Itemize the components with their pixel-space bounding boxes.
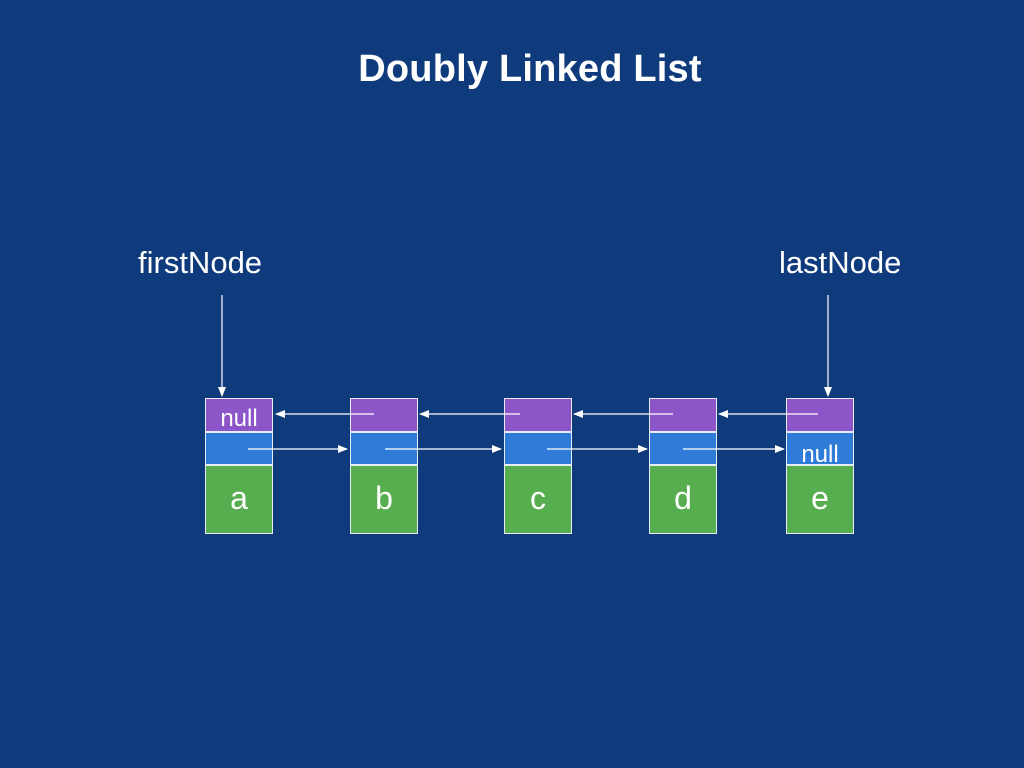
list-node-a: null a: [205, 398, 273, 534]
first-node-pointer-label: firstNode: [138, 245, 263, 280]
node-value: c: [530, 480, 546, 516]
prev-pointer-cell: [649, 398, 717, 432]
list-node-b: b: [350, 398, 418, 534]
next-pointer-cell: [649, 432, 717, 465]
last-node-pointer-label: lastNode: [779, 245, 902, 280]
data-cell: [205, 465, 273, 534]
prev-pointer-cell: [205, 398, 273, 432]
prev-pointer-cell: [350, 398, 418, 432]
node-value: b: [375, 480, 393, 516]
slide-title: Doubly Linked List: [358, 48, 702, 90]
prev-pointer-cell: [504, 398, 572, 432]
node-value: d: [674, 480, 692, 516]
data-cell: [350, 465, 418, 534]
data-cell: [649, 465, 717, 534]
list-node-e: null e: [786, 398, 854, 534]
next-pointer-cell: [786, 432, 854, 465]
next-pointer-cell: [350, 432, 418, 465]
prev-pointer-cell: [786, 398, 854, 432]
next-pointer-cell: [205, 432, 273, 465]
data-cell: [786, 465, 854, 534]
data-cell: [504, 465, 572, 534]
node-value: a: [230, 480, 248, 516]
list-node-c: c: [504, 398, 572, 534]
list-node-d: d: [649, 398, 717, 534]
next-pointer-cell: [504, 432, 572, 465]
node-value: e: [811, 480, 829, 516]
